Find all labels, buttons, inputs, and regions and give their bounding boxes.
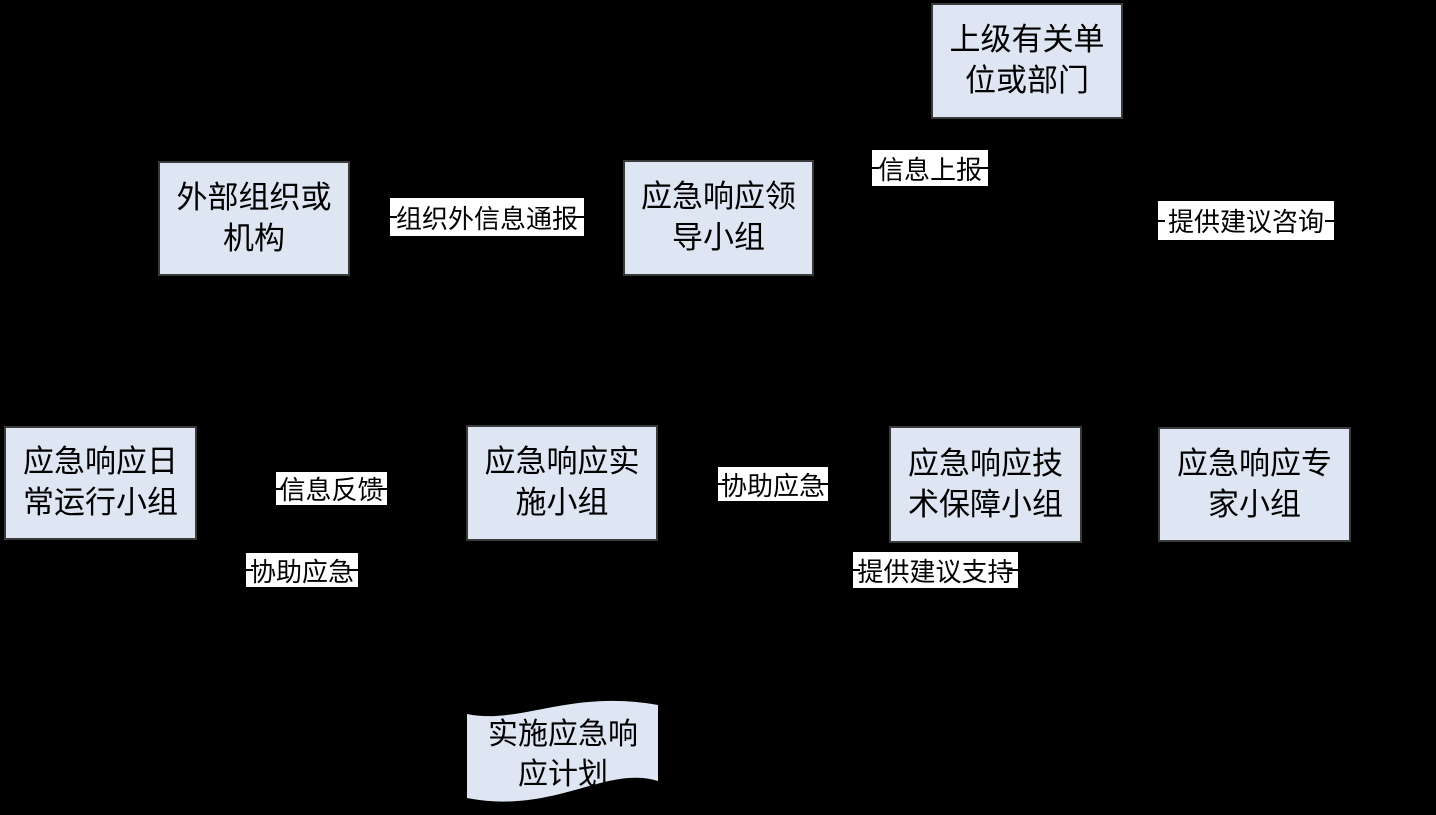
node-implementation-team-label: 应急响应实施小组 bbox=[484, 444, 640, 520]
node-implement-plan: 实施应急响应计划 bbox=[465, 693, 661, 815]
node-expert-team: 应急响应专家小组 bbox=[1158, 427, 1351, 542]
node-external-org-label: 外部组织或机构 bbox=[176, 179, 332, 256]
node-superior-unit-label: 上级有关单位或部门 bbox=[949, 22, 1105, 98]
node-external-org: 外部组织或机构 bbox=[158, 161, 350, 276]
node-tech-support-team-label: 应急响应技术保障小组 bbox=[908, 445, 1063, 522]
node-expert-team-label: 应急响应专家小组 bbox=[1177, 445, 1332, 522]
edge-label-advice-consult: 提供建议咨询 bbox=[1158, 201, 1334, 240]
node-implementation-team: 应急响应实施小组 bbox=[466, 425, 658, 541]
node-daily-ops-team: 应急响应日常运行小组 bbox=[4, 426, 197, 540]
node-leadership-team-label: 应急响应领导小组 bbox=[641, 179, 796, 255]
node-superior-unit: 上级有关单位或部门 bbox=[931, 3, 1123, 119]
wave-shape bbox=[467, 700, 658, 802]
edge-label-info-feedback: 信息反馈 bbox=[276, 472, 387, 505]
edge-label-external-info-notice: 组织外信息通报 bbox=[390, 198, 584, 236]
edge-label-advice-support: 提供建议支持 bbox=[853, 552, 1018, 588]
node-implement-plan-label: 实施应急响应计划 bbox=[488, 717, 638, 792]
edge-label-assist-emergency-right: 协助应急 bbox=[718, 467, 828, 501]
node-tech-support-team: 应急响应技术保障小组 bbox=[889, 426, 1082, 543]
edge-label-assist-emergency-left: 协助应急 bbox=[246, 553, 358, 587]
edge-label-info-report: 信息上报 bbox=[872, 150, 988, 186]
node-leadership-team: 应急响应领导小组 bbox=[623, 160, 814, 276]
node-daily-ops-team-label: 应急响应日常运行小组 bbox=[23, 444, 178, 520]
